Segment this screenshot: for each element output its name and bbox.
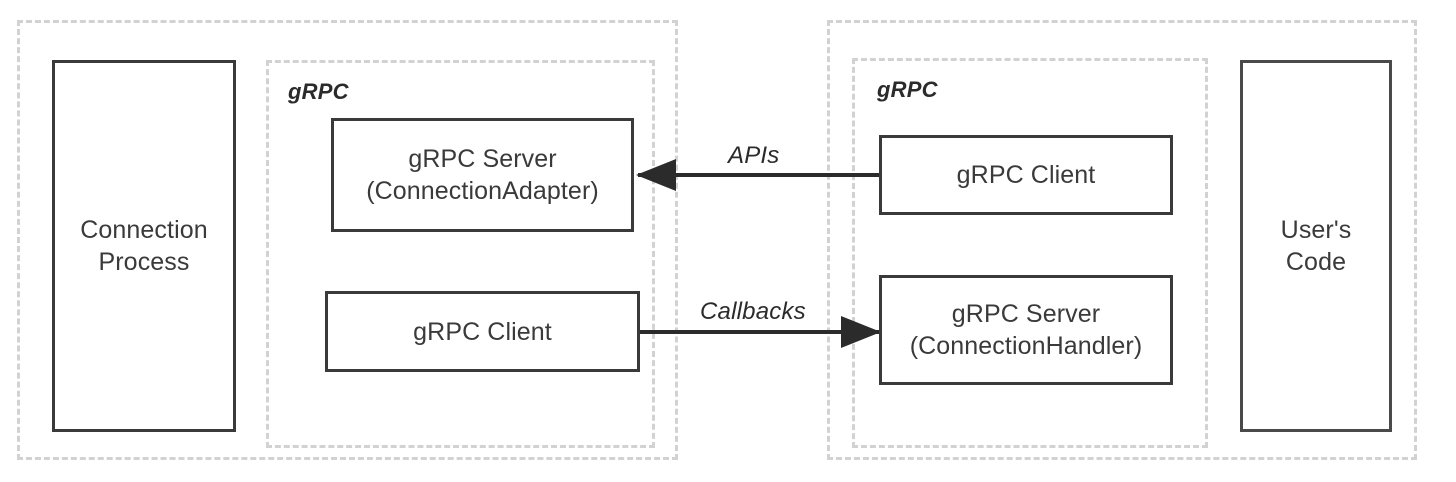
edge-label-apis: APIs (728, 142, 780, 169)
edge-label-callbacks: Callbacks (700, 298, 806, 325)
node-label-grpc-client-right: gRPC Client (956, 161, 1096, 189)
node-grpc-server-connection-handler[interactable]: gRPC Server (ConnectionHandler) (879, 275, 1173, 385)
node-connection-process[interactable]: Connection Process (52, 60, 236, 432)
node-label-connection-process: Connection Process (80, 216, 208, 276)
group-title-left-grpc: gRPC (288, 79, 349, 104)
node-label-grpc-server-connection-adapter: gRPC Server (ConnectionAdapter) (366, 145, 599, 205)
node-label-grpc-server-connection-handler: gRPC Server (ConnectionHandler) (909, 300, 1143, 360)
node-grpc-client-right[interactable]: gRPC Client (879, 135, 1173, 215)
node-label-users-code: User's Code (1280, 216, 1352, 276)
group-title-right-grpc: gRPC (877, 77, 938, 102)
group-right-grpc-boundary (852, 58, 1208, 448)
node-label-grpc-client-left: gRPC Client (413, 317, 552, 346)
group-user-code-boundary (827, 20, 1417, 460)
group-left-grpc-boundary (266, 60, 655, 448)
node-grpc-client-left[interactable]: gRPC Client (325, 291, 640, 372)
group-connection-process-boundary (17, 20, 678, 460)
node-grpc-server-connection-adapter[interactable]: gRPC Server (ConnectionAdapter) (331, 118, 634, 232)
node-users-code[interactable]: User's Code (1240, 60, 1392, 432)
